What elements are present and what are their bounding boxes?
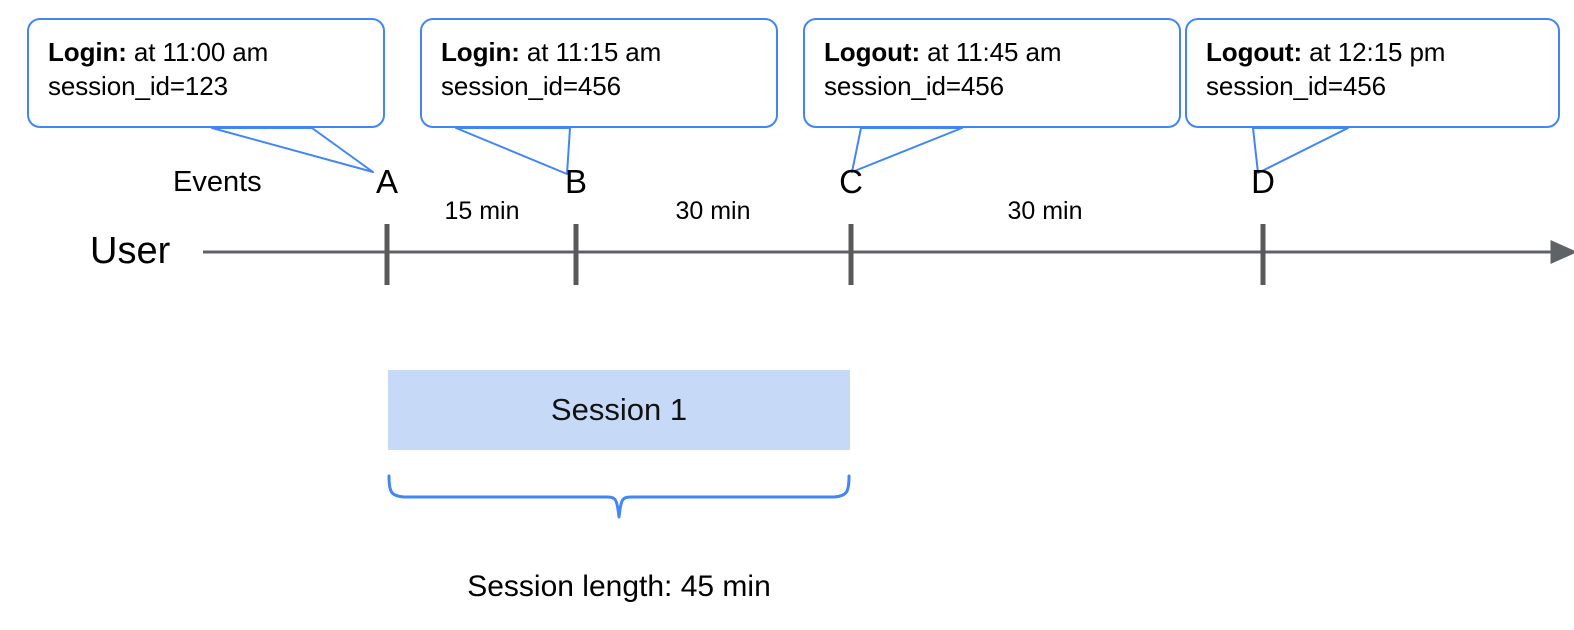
event-marker-a[interactable]: A xyxy=(375,163,398,200)
callout-bubble-a[interactable]: Login: at 11:00 am session_id=123 xyxy=(27,18,385,128)
callout-d-session: session_id=456 xyxy=(1206,70,1387,101)
callout-c-session: session_id=456 xyxy=(824,70,1005,101)
lane-label-events: Events xyxy=(173,166,262,198)
lane-label-user: User xyxy=(90,230,171,272)
interval-label-cd: 30 min xyxy=(1007,197,1083,225)
callout-a-time: at 11:00 am xyxy=(126,37,269,67)
callout-b-kind: Login: xyxy=(441,37,520,67)
session-brace xyxy=(387,474,851,519)
event-marker-b[interactable]: B xyxy=(564,163,587,200)
callout-d-kind: Logout: xyxy=(1206,37,1303,67)
callout-a-session: session_id=123 xyxy=(48,70,229,101)
callout-d-line1: Logout: at 12:15 pm xyxy=(1206,36,1541,70)
session-length-caption: Session length: 45 min xyxy=(467,570,771,603)
event-marker-d[interactable]: D xyxy=(1251,163,1275,200)
callout-bubble-b[interactable]: Login: at 11:15 am session_id=456 xyxy=(420,18,778,128)
callout-tail-b xyxy=(455,127,571,175)
callout-bubble-c[interactable]: Logout: at 11:45 am session_id=456 xyxy=(803,18,1181,128)
callout-bubble-d[interactable]: Logout: at 12:15 pm session_id=456 xyxy=(1185,18,1560,128)
callout-b-session: session_id=456 xyxy=(441,70,622,101)
callout-d-time: at 12:15 pm xyxy=(1302,37,1446,67)
event-marker-c[interactable]: C xyxy=(839,163,863,200)
callout-b-line1: Login: at 11:15 am xyxy=(441,36,759,70)
callout-c-time: at 11:45 am xyxy=(920,37,1062,67)
session-block-label: Session 1 xyxy=(550,392,688,427)
callout-a-line1: Login: at 11:00 am xyxy=(48,36,366,70)
session-block[interactable]: Session 1 xyxy=(388,370,850,450)
interval-label-bc: 30 min xyxy=(675,197,751,225)
callout-c-kind: Logout: xyxy=(824,37,921,67)
callout-b-time: at 11:15 am xyxy=(519,37,662,67)
callout-c-line1: Logout: at 11:45 am xyxy=(824,36,1162,70)
callout-a-kind: Login: xyxy=(48,37,127,67)
interval-label-ab: 15 min xyxy=(444,197,520,225)
